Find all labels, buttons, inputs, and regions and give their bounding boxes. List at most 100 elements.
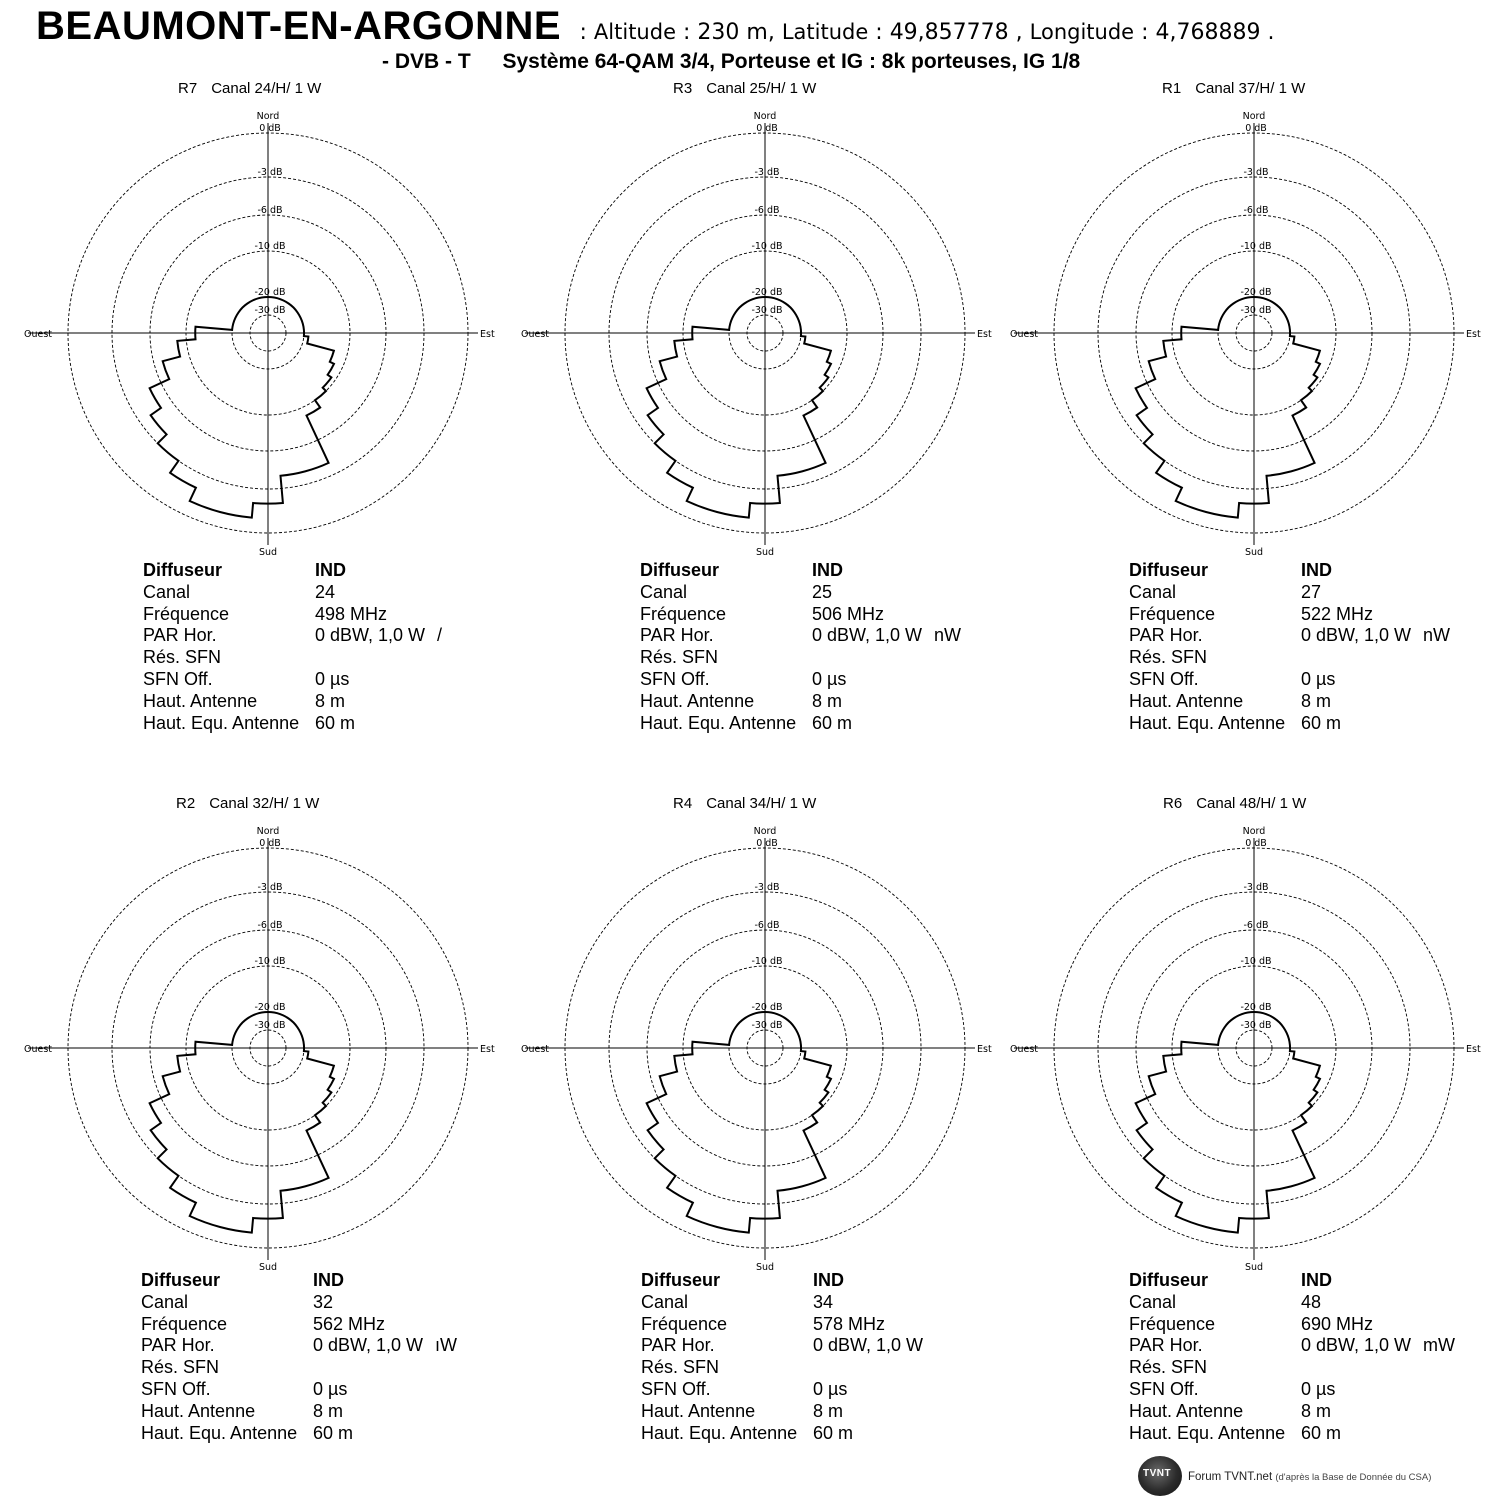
- info-value: IND: [813, 1270, 935, 1292]
- compass-east: Est: [977, 1044, 992, 1055]
- info-value: 8 m: [313, 1401, 457, 1423]
- info-label: PAR Hor.: [143, 625, 217, 646]
- info-label: Haut. Antenne: [640, 690, 755, 711]
- compass-south: Sud: [756, 547, 774, 558]
- compass-south: Sud: [259, 547, 277, 558]
- ring-label: 0 dB: [259, 838, 281, 849]
- info-row-sfn-off: SFN Off. 0 µs: [1129, 1379, 1455, 1401]
- panel-channel: Canal 48/H/ 1 W: [1196, 795, 1307, 812]
- info-label: SFN Off.: [641, 1378, 711, 1399]
- info-label: Haut. Equ. Antenne: [1129, 712, 1286, 733]
- longitude-key: Longitude: [1029, 20, 1135, 44]
- credit-site: Forum TVNT.net: [1188, 1471, 1273, 1483]
- info-label: Haut. Antenne: [1129, 1400, 1244, 1421]
- info-value-text: 498 MHz: [315, 603, 388, 624]
- polar-chart: 0 dB-3 dB-6 dB-10 dB-20 dB-30 dBNordSudE…: [521, 826, 992, 1273]
- info-value: 32: [313, 1292, 457, 1314]
- info-value-text: IND: [1301, 1270, 1332, 1290]
- info-value-text: 0 µs: [315, 668, 350, 689]
- page-header: BEAUMONT-EN-ARGONNE : Altitude : 230 m, …: [36, 4, 1275, 49]
- latitude-value: 49,857778 ,: [889, 20, 1023, 45]
- compass-north: Nord: [257, 826, 280, 837]
- info-value: 8 m: [1301, 1401, 1455, 1423]
- info-row-canal: Canal 24: [143, 582, 442, 604]
- compass-north: Nord: [1243, 826, 1266, 837]
- info-label: Haut. Equ. Antenne: [143, 712, 300, 733]
- info-value: [813, 1357, 935, 1379]
- info-value-text: 0 dBW, 1,0 W: [1301, 625, 1412, 646]
- info-label: Rés. SFN: [641, 1357, 720, 1378]
- info-value-text: 0 µs: [313, 1378, 348, 1399]
- info-value: 0 µs: [313, 1379, 457, 1401]
- info-row-sfn-off: SFN Off.0 µs: [641, 1379, 935, 1401]
- polar-chart: 0 dB-3 dB-6 dB-10 dB-20 dB-30 dBNordSudE…: [1010, 111, 1481, 558]
- info-value-text: 8 m: [1301, 1400, 1332, 1421]
- ring-label: -10 dB: [1240, 956, 1271, 967]
- system-spec: Système 64-QAM 3/4, Porteuse et IG : 8k …: [502, 50, 1081, 73]
- info-value-text: IND: [1301, 560, 1332, 580]
- info-value-text: IND: [813, 1270, 844, 1290]
- panel-channel: Canal 24/H/ 1 W: [211, 80, 322, 97]
- info-label: Diffuseur: [640, 560, 720, 580]
- info-label: Canal: [143, 581, 191, 602]
- info-value: 0 dBW, 1,0 W: [813, 1335, 935, 1357]
- info-value: 60 m: [313, 1423, 457, 1445]
- radiation-pattern-r7: [148, 295, 336, 519]
- info-label: SFN Off.: [1129, 668, 1199, 689]
- ring-label: -10 dB: [254, 956, 285, 967]
- info-row-sfn-off: SFN Off.0 µs: [141, 1379, 457, 1401]
- info-value: 60 m: [812, 713, 961, 735]
- info-label: Haut. Antenne: [143, 690, 258, 711]
- ring-label: -3 dB: [257, 167, 282, 178]
- info-value-text: 0 µs: [1301, 1378, 1336, 1399]
- logo-text: TVNT: [1143, 1468, 1172, 1479]
- info-value: [812, 647, 961, 669]
- info-label: PAR Hor.: [141, 1335, 215, 1356]
- info-value: [315, 647, 442, 669]
- info-value: 690 MHz: [1301, 1314, 1455, 1336]
- info-value: 0 µs: [315, 669, 442, 691]
- info-label: Haut. Equ. Antenne: [141, 1422, 298, 1443]
- info-value-text: 24: [315, 581, 336, 602]
- par-extra: ıW: [435, 1335, 458, 1356]
- place-name: BEAUMONT-EN-ARGONNE: [36, 4, 562, 48]
- info-value: 24: [315, 582, 442, 604]
- info-value: 0 µs: [1301, 1379, 1455, 1401]
- info-value-text: 25: [812, 581, 833, 602]
- info-row-res-sfn: Rés. SFN: [143, 647, 442, 669]
- info-label: Haut. Antenne: [141, 1400, 256, 1421]
- info-label: SFN Off.: [1129, 1378, 1199, 1399]
- info-value: IND: [315, 560, 442, 582]
- ring-label: 0 dB: [756, 838, 778, 849]
- compass-north: Nord: [754, 111, 777, 122]
- info-label: Rés. SFN: [143, 647, 222, 668]
- panel-id: R3: [673, 80, 693, 97]
- info-label: Fréquence: [1129, 603, 1216, 624]
- polar-chart: 0 dB-3 dB-6 dB-10 dB-20 dB-30 dBNordSudE…: [521, 111, 992, 558]
- info-value-text: 27: [1301, 581, 1322, 602]
- info-value-text: 0 dBW, 1,0 W: [813, 1335, 924, 1356]
- info-value: 506 MHz: [812, 604, 961, 626]
- ring-label: -20 dB: [751, 287, 782, 298]
- info-label: Fréquence: [1129, 1313, 1216, 1334]
